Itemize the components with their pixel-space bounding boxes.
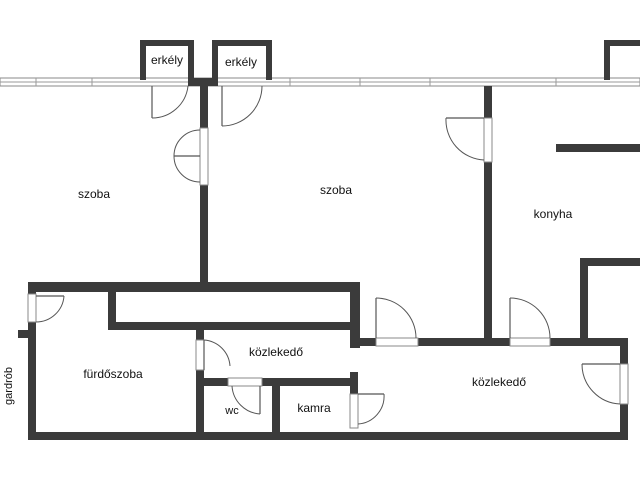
walls [18,78,640,440]
door-pantry [349,393,385,429]
room-label-wc: wc [224,405,239,417]
balcony-1 [140,40,194,80]
room-label-kitchen: konyha [534,207,573,221]
door-bathroom [27,293,65,323]
door-balcony-1 [151,85,189,119]
door-bathroom-corridor [195,339,231,371]
door-room-1-2 [173,127,209,186]
door-entrance [581,363,629,405]
room-label-room-2: szoba [320,183,352,197]
door-wc [227,377,263,415]
room-label-hallway-2: közlekedő [472,375,526,389]
room-label-bathroom: fürdőszoba [83,367,143,381]
room-label-balcony-1: erkély [151,53,183,67]
room-label-pantry: kamra [297,401,331,415]
door-kitchen-corridor [509,297,551,347]
room-label-wardrobe: gardrób [3,367,15,405]
balcony-2 [212,40,272,80]
room-label-hallway-1: közlekedő [249,345,303,359]
room-label-room-1: szoba [78,187,110,201]
door-room-2-corridor [375,297,419,347]
top-window-strip [0,77,640,87]
room-label-balcony-2: erkély [225,55,257,69]
door-balcony-2 [221,85,263,127]
balcony-3 [604,40,640,80]
door-kitchen [445,117,493,163]
